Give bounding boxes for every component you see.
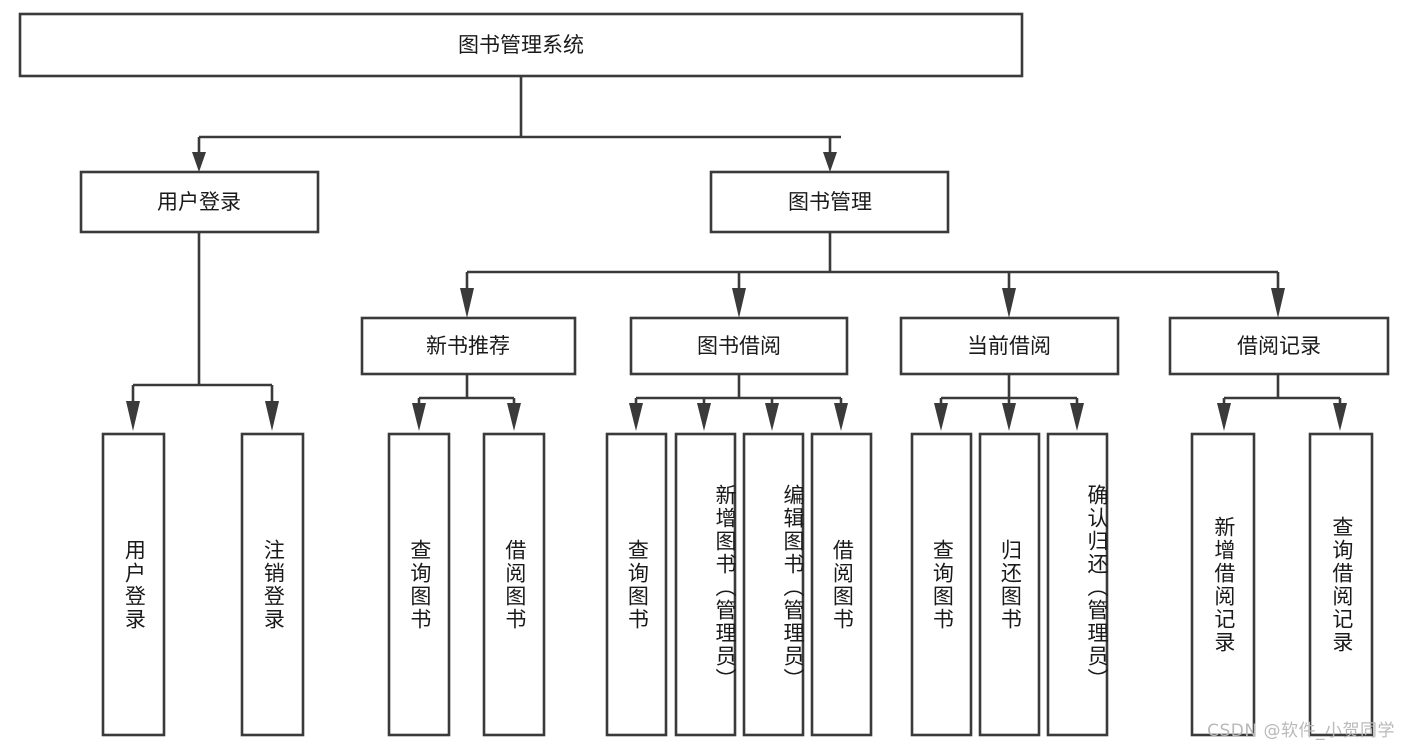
node-borrow-record-label: 借阅记录 xyxy=(1237,334,1321,358)
node-borrow-record[interactable] xyxy=(1168,316,1390,376)
arrowhead-leaf-add-record xyxy=(1217,403,1231,431)
arrowhead-leaf-query-book-2 xyxy=(629,403,643,431)
node-new-book-recommend-label: 新书推荐 xyxy=(426,334,510,358)
arrowhead-current-borrow xyxy=(1002,288,1016,318)
arrowhead-leaf-return-book xyxy=(1002,403,1016,431)
arrowhead-leaf-add-book xyxy=(697,403,711,431)
node-leaf-query-record[interactable] xyxy=(1308,432,1374,737)
arrowhead-leaf-confirm-return xyxy=(1070,403,1084,431)
node-root[interactable] xyxy=(18,12,1024,78)
node-leaf-query-book-1[interactable] xyxy=(387,432,451,737)
node-leaf-borrow-book-1[interactable] xyxy=(482,432,546,737)
arrowhead-new-book-recommend xyxy=(460,288,474,318)
arrowhead-book-borrow xyxy=(732,288,746,318)
node-user-login[interactable] xyxy=(79,170,320,234)
arrowhead-borrow-record xyxy=(1271,288,1285,318)
arrowhead-user-login xyxy=(192,152,206,172)
node-layer: 图书管理系统 用户登录 图书管理 新书推荐 图书借阅 当前借阅 借阅记录 xyxy=(18,12,1390,737)
node-new-book-recommend[interactable] xyxy=(360,316,577,376)
arrowhead-leaf-user-login xyxy=(126,401,140,431)
arrowhead-book-manage xyxy=(823,152,837,172)
arrowhead-leaf-user-logout xyxy=(265,401,279,431)
arrowhead-leaf-query-book-3 xyxy=(934,403,948,431)
node-leaf-query-book-3[interactable] xyxy=(910,432,973,737)
arrowhead-leaf-query-book-1 xyxy=(412,403,426,431)
node-leaf-query-book-2[interactable] xyxy=(605,432,668,737)
node-book-borrow[interactable] xyxy=(629,316,849,376)
node-leaf-confirm-return[interactable] xyxy=(1046,432,1109,737)
node-book-manage-label: 图书管理 xyxy=(788,190,872,214)
node-book-manage[interactable] xyxy=(709,170,950,234)
node-current-borrow[interactable] xyxy=(899,316,1120,376)
node-leaf-add-record[interactable] xyxy=(1190,432,1256,737)
node-leaf-user-login[interactable] xyxy=(101,432,166,737)
connector-layer xyxy=(126,76,1347,431)
node-root-label: 图书管理系统 xyxy=(458,33,584,57)
node-leaf-edit-book[interactable] xyxy=(742,432,805,737)
node-book-borrow-label: 图书借阅 xyxy=(697,334,781,358)
node-leaf-return-book[interactable] xyxy=(978,432,1041,737)
node-leaf-add-book[interactable] xyxy=(674,432,737,737)
arrowhead-leaf-query-record xyxy=(1333,403,1347,431)
arrowhead-leaf-edit-book xyxy=(765,403,779,431)
node-user-login-label: 用户登录 xyxy=(157,190,241,214)
node-leaf-user-logout[interactable] xyxy=(240,432,305,737)
arrowhead-leaf-borrow-book-2 xyxy=(834,403,848,431)
arrowhead-leaf-borrow-book-1 xyxy=(507,403,521,431)
node-leaf-borrow-book-2[interactable] xyxy=(810,432,873,737)
csdn-watermark: CSDN @软件_小贺同学 xyxy=(1207,721,1395,741)
node-current-borrow-label: 当前借阅 xyxy=(967,334,1051,358)
